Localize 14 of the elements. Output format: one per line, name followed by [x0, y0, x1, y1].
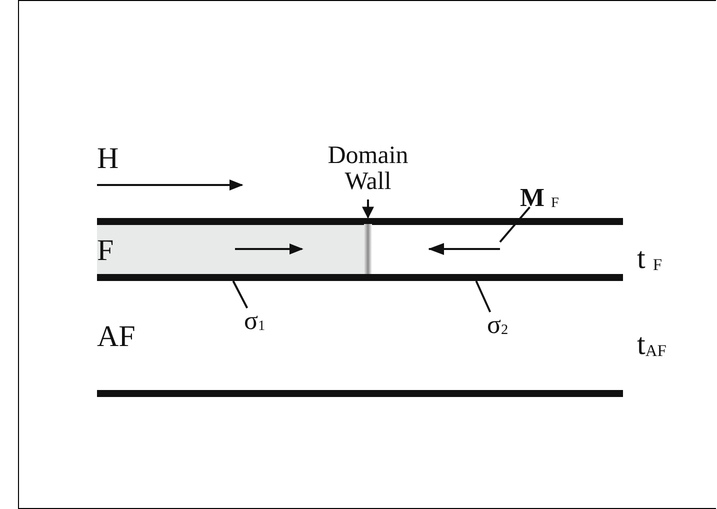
interface-label: σ$_{2}$ [487, 312, 508, 338]
layer-boundary [97, 274, 623, 281]
leader-line [499, 206, 531, 243]
leader-line [475, 280, 492, 312]
magnetization-arrow [428, 242, 500, 256]
interface-label: σ$_{1}$ [244, 308, 266, 334]
magnetization-label: M $_{F}$ [520, 185, 559, 211]
arrow [362, 200, 374, 219]
wall-label: Domain Wall [306, 143, 430, 196]
layer-label: F [97, 236, 114, 266]
field-label: H [97, 144, 119, 174]
domain-wall [364, 224, 372, 274]
leader-line [232, 280, 248, 308]
layer-label: AF [97, 322, 136, 352]
